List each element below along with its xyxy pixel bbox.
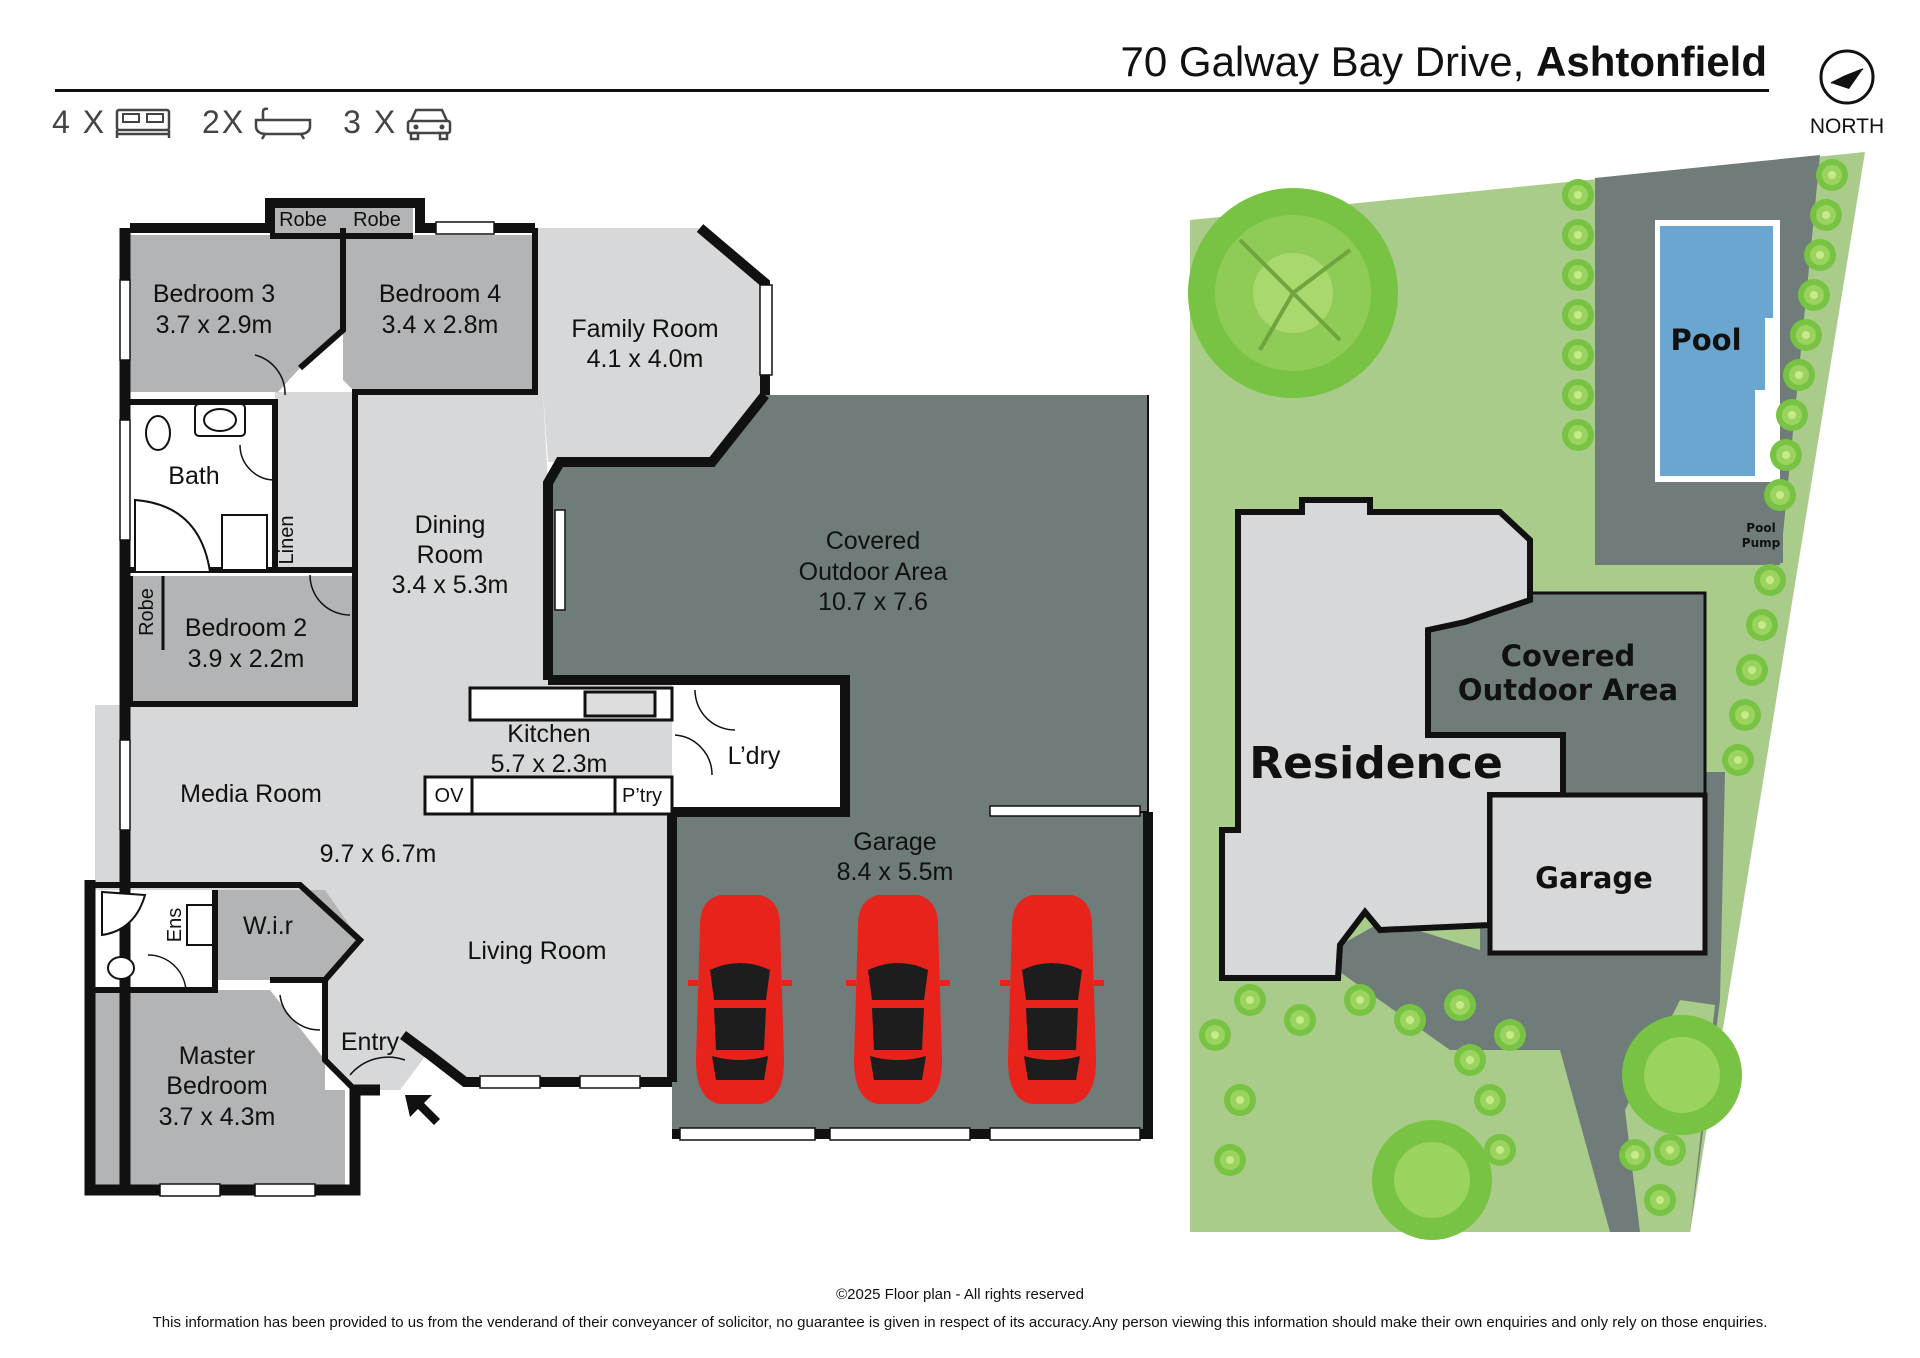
size-dining: 3.4 x 5.3m — [392, 571, 509, 599]
size-master: 3.7 x 4.3m — [159, 1103, 276, 1131]
entry-arrow-icon — [405, 1095, 440, 1125]
car-1 — [688, 895, 792, 1104]
label-kitchen: Kitchen — [507, 720, 590, 748]
size-bedroom2: 3.9 x 2.2m — [188, 645, 305, 673]
size-media: 9.7 x 6.7m — [320, 840, 437, 868]
site-label-pool: Pool — [1670, 323, 1741, 357]
car-count: 3 X — [343, 104, 453, 141]
site-pool — [1660, 226, 1773, 476]
room-master — [95, 990, 345, 1190]
site-label-garage: Garage — [1535, 861, 1653, 895]
property-address: 70 Galway Bay Drive, Ashtonfield — [1121, 38, 1767, 86]
label-oven: OV — [435, 785, 465, 807]
label-garage: Garage — [853, 828, 936, 856]
north-label: NORTH — [1809, 115, 1885, 138]
room-bedroom3 — [130, 235, 343, 392]
site-trees — [1188, 188, 1742, 1240]
size-bedroom3: 3.7 x 2.9m — [156, 311, 273, 339]
room-labels: Bedroom 3 3.7 x 2.9m Bedroom 4 3.4 x 2.8… — [136, 209, 953, 1131]
label-pantry: P’try — [622, 785, 662, 807]
label-covered-2: Outdoor Area — [799, 558, 948, 586]
windows — [119, 221, 1141, 1197]
size-garage: 8.4 x 5.5m — [837, 858, 954, 886]
size-family: 4.1 x 4.0m — [587, 345, 704, 373]
car-icon — [406, 108, 452, 140]
label-media: Media Room — [180, 780, 322, 808]
room-hall — [275, 392, 355, 570]
label-bedroom2: Bedroom 2 — [185, 614, 307, 642]
garage-cars — [688, 895, 1104, 1104]
site-plan: Pool Pool Pump Covered Outdoor Area Resi… — [1188, 152, 1865, 1240]
label-living: Living Room — [468, 937, 607, 965]
bedroom-count-text: 4 X — [52, 104, 107, 140]
site-label-covered-2: Outdoor Area — [1458, 673, 1678, 707]
label-robe-3: Robe — [279, 209, 327, 231]
car-2 — [846, 895, 950, 1104]
label-master-1: Master — [179, 1042, 255, 1070]
label-bedroom4: Bedroom 4 — [379, 280, 501, 308]
label-robe-2: Robe — [136, 588, 158, 636]
size-kitchen: 5.7 x 2.3m — [491, 750, 608, 778]
bath-fixtures — [101, 403, 268, 980]
room-covered-outdoor — [548, 395, 1148, 812]
compass-icon — [1819, 49, 1875, 105]
bed-icon — [115, 108, 171, 138]
site-label-residence: Residence — [1249, 738, 1503, 789]
north-compass: NORTH — [1802, 48, 1892, 139]
room-robe-3 — [270, 203, 343, 236]
car-count-text: 3 X — [343, 104, 398, 140]
label-bedroom3: Bedroom 3 — [153, 280, 275, 308]
feature-counts: 4 X 2X 3 X — [52, 104, 453, 141]
room-family — [535, 228, 765, 462]
room-laundry — [672, 680, 845, 812]
room-bedroom4 — [343, 235, 535, 392]
doors — [147, 354, 736, 1076]
footer-disclaimer: This information has been provided to us… — [152, 1314, 1768, 1331]
label-entry: Entry — [341, 1028, 400, 1056]
footer-copyright: ©2025 Floor plan - All rights reserved — [836, 1286, 1084, 1303]
kitchen-benches — [423, 686, 674, 816]
site-garage — [1487, 792, 1708, 956]
label-dining-1: Dining — [415, 511, 486, 539]
label-family: Family Room — [571, 315, 718, 343]
label-master-2: Bedroom — [166, 1072, 267, 1100]
label-robe-4: Robe — [353, 209, 401, 231]
address-suburb: Ashtonfield — [1536, 38, 1767, 85]
room-wir — [215, 890, 360, 980]
site-label-pool-pump-2: Pump — [1742, 536, 1781, 550]
label-linen: Linen — [276, 516, 298, 565]
room-living-area — [95, 392, 672, 1090]
site-pool-pump — [1740, 508, 1783, 563]
label-bath: Bath — [168, 462, 219, 490]
bathroom-count-text: 2X — [202, 104, 246, 140]
bathroom-count: 2X — [202, 104, 313, 141]
bath-icon — [254, 107, 312, 140]
size-bedroom4: 3.4 x 2.8m — [382, 311, 499, 339]
car-3 — [1000, 895, 1104, 1104]
address-street: 70 Galway Bay Drive, — [1120, 38, 1525, 85]
label-wir: W.i.r — [243, 912, 293, 940]
label-covered-1: Covered — [826, 527, 921, 555]
label-laundry: L’dry — [728, 742, 781, 770]
label-ensuite: Ens — [164, 908, 186, 942]
site-residence — [1219, 497, 1566, 981]
size-covered: 10.7 x 7.6 — [818, 588, 928, 616]
site-label-covered-1: Covered — [1501, 639, 1636, 673]
site-label-pool-pump-1: Pool — [1746, 521, 1775, 535]
room-robe-4 — [343, 203, 413, 236]
header-rule — [55, 89, 1769, 92]
label-dining-2: Room — [417, 541, 484, 569]
bedroom-count: 4 X — [52, 104, 172, 141]
